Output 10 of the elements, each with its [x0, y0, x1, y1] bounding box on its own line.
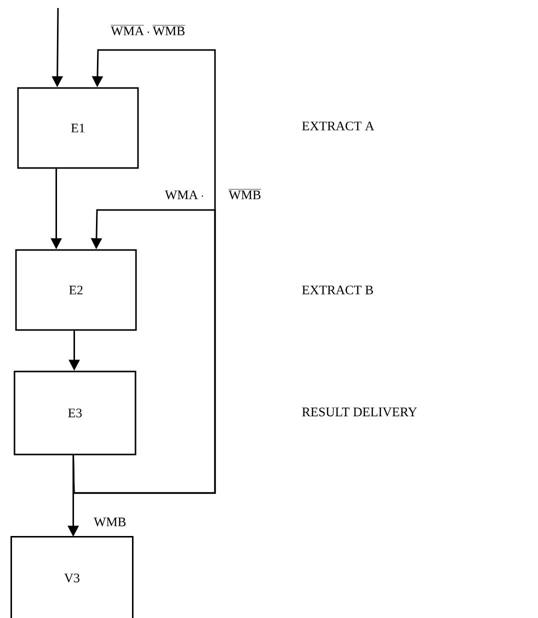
process-box: E3	[14, 370, 136, 456]
edge-label: $\overline{\mathrm{WMA}}\cdot\overline{\mathrm{WMB}}$	[110, 25, 186, 36]
step-description: EXTRACT A	[302, 122, 374, 130]
edge-label: $\mathrm{WMB}$	[94, 518, 126, 526]
step-description: EXTRACT B	[302, 286, 373, 294]
process-box: E2	[15, 249, 137, 331]
step-description: RESULT DELIVERY	[302, 408, 417, 416]
arrow	[72, 209, 216, 494]
process-box: E1	[17, 87, 139, 169]
process-box: V3	[10, 536, 134, 618]
